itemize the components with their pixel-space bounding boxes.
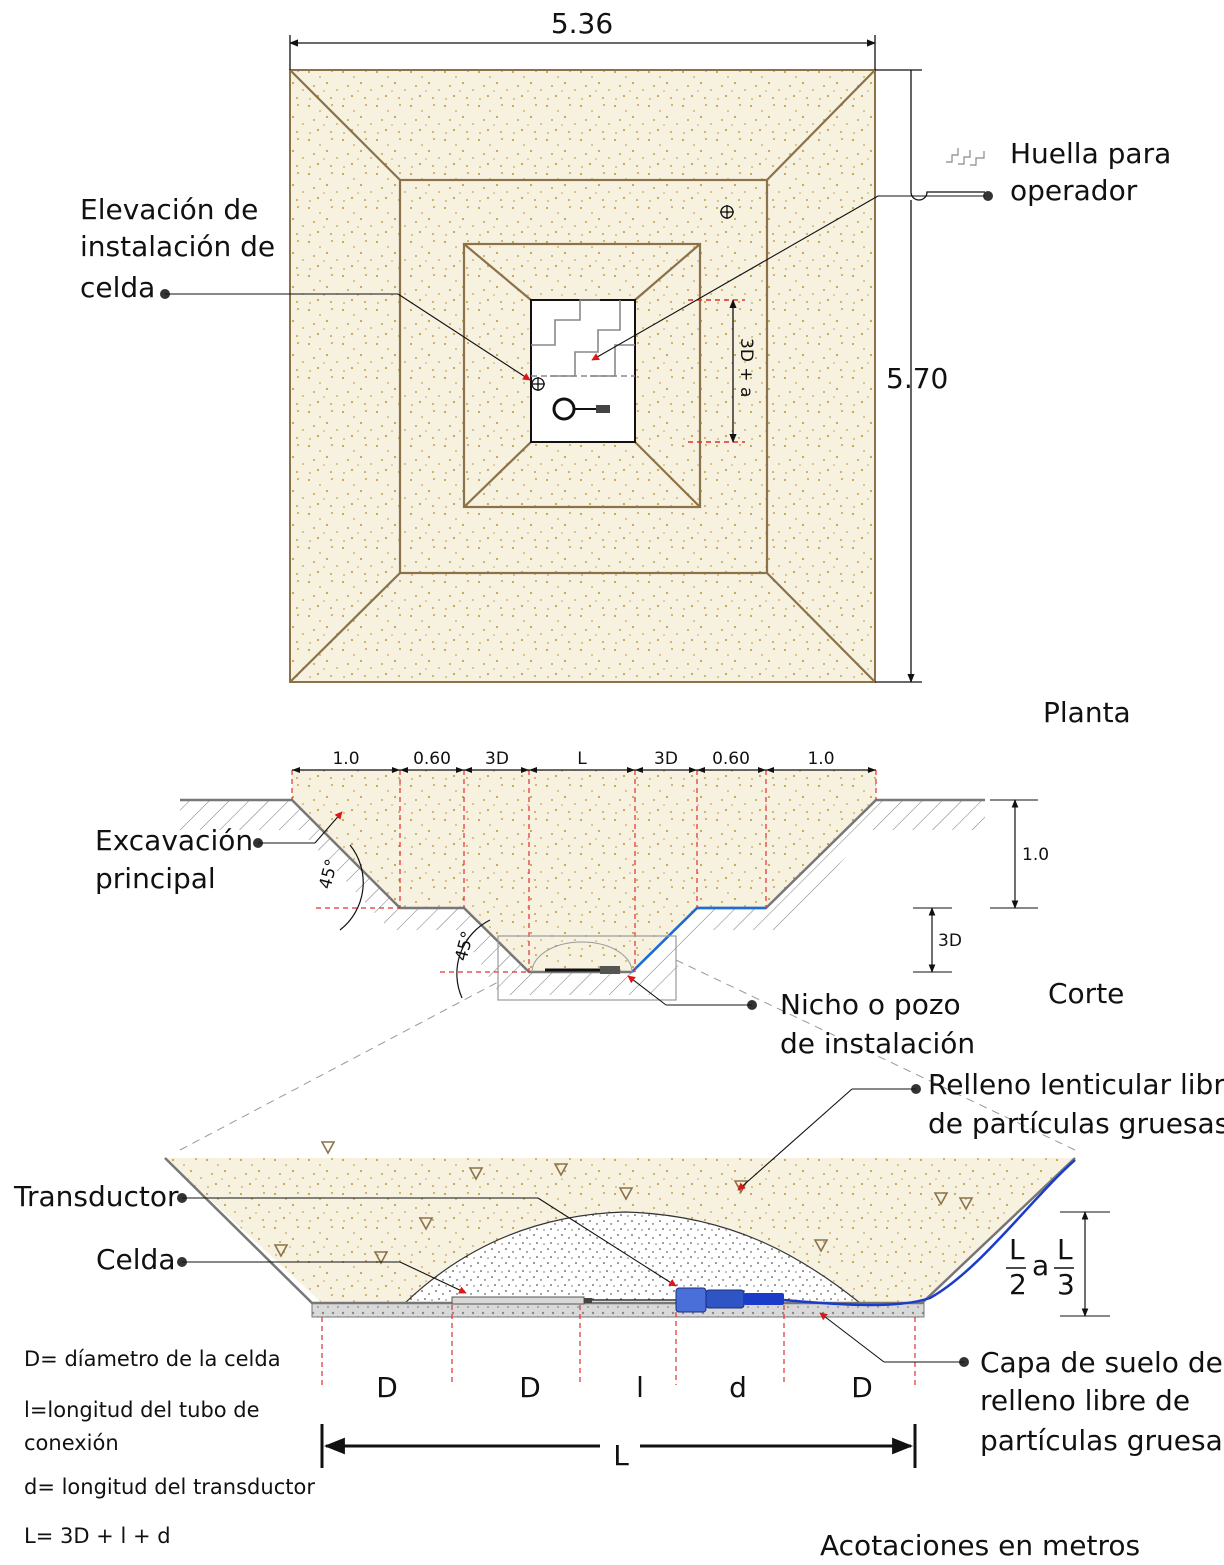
detail-bottom-dimensions: D D l d D (376, 1371, 873, 1404)
legend-label-line1: Huella para (1010, 137, 1171, 170)
detail-cable (783, 1159, 1076, 1307)
detail-total-dimension: L (320, 1424, 917, 1472)
section-dim-2: 0.60 (413, 749, 451, 769)
target-circle-icon (531, 377, 545, 391)
section-depth-dimensions: 1.0 3D (913, 799, 1049, 973)
callout-excavation-line1: Excavación (95, 824, 253, 857)
cell-icon (552, 397, 610, 421)
target-circle-icon (720, 205, 734, 219)
fill-height-2: 2 (1009, 1268, 1027, 1301)
plan-width-dimension: 5.36 (289, 7, 876, 70)
detail-gravel-layer (311, 1302, 925, 1318)
callout-transducer-label: Transductor (13, 1180, 179, 1213)
detail-reference-frame (497, 935, 677, 1001)
callout-layer-line3: partículas gruesas (980, 1424, 1224, 1457)
fill-height-L1: L (1009, 1233, 1025, 1266)
callout-niche-line2: de instalación (780, 1027, 975, 1060)
fill-height-a: a (1032, 1249, 1049, 1282)
legend-label-line2: operador (1010, 174, 1138, 207)
note-length-formula: L= 3D + l + d (24, 1524, 171, 1548)
note-transducer: d= longitud del transductor (24, 1475, 315, 1499)
section-excavation-outline (180, 798, 632, 974)
section-dim-5: 3D (654, 749, 678, 769)
bottom-dim-1: D (376, 1371, 398, 1404)
callout-transducer: Transductor (13, 1180, 677, 1287)
callout-excavation: Excavación principal (95, 811, 343, 895)
callout-niche-line1: Nicho o pozo (780, 988, 961, 1021)
section-guide-lines (291, 770, 877, 973)
plan-slope-lines (289, 69, 876, 683)
bottom-dim-3: l (636, 1371, 644, 1404)
callout-cell: Celda (96, 1243, 467, 1294)
section-niche-depth-label: 3D (938, 931, 962, 951)
callout-niche: Nicho o pozo de instalación (627, 975, 975, 1060)
detail-fill-height-dimension: L 2 a L 3 (1006, 1211, 1110, 1317)
section-angle-lower: 45° (452, 929, 479, 963)
section-dim-1: 1.0 (332, 749, 359, 769)
callout-elevation-line2: instalación de (80, 230, 275, 263)
units-note: Acotaciones en metros (820, 1529, 1140, 1560)
bottom-dim-5: D (851, 1371, 873, 1404)
total-length-label: L (613, 1439, 629, 1472)
section-angle-upper: 45° (316, 857, 343, 891)
callout-excavation-line2: principal (95, 862, 216, 895)
plan-height-dimension: 5.70 (875, 69, 985, 683)
callout-lenticular: Relleno lenticular libre de partículas g… (737, 1068, 1224, 1191)
plan-view: 3D + a 5.36 5.70 Huella para operador (80, 7, 1171, 729)
note-diameter: D= díametro de la celda (24, 1347, 281, 1371)
detail-cell (451, 1296, 676, 1305)
callout-layer-line1: Capa de suelo de (980, 1346, 1223, 1379)
section-dim-6: 0.60 (712, 749, 750, 769)
plan-inner-step (462, 242, 702, 509)
section-dim-7: 1.0 (807, 749, 834, 769)
footprint-icon (531, 299, 635, 377)
plan-width-label: 5.36 (551, 7, 613, 40)
callout-elevation-line1: Elevación de (80, 193, 258, 226)
detail-excavation-outline (164, 1157, 1076, 1305)
callout-layer: Capa de suelo de relleno libre de partíc… (819, 1312, 1224, 1457)
footprint-icon (946, 148, 985, 166)
plan-middle-step (398, 178, 769, 575)
section-view: 1.0 0.60 3D L 3D 0.60 1.0 1.0 3D 45° 45° (95, 749, 1124, 1151)
note-tube-line1: l=longitud del tubo de (24, 1398, 260, 1422)
section-dim-4: L (577, 749, 587, 769)
plan-niche (530, 299, 636, 443)
detail-transducer (675, 1287, 784, 1313)
plan-height-label: 5.70 (886, 362, 948, 395)
plan-view-title: Planta (1043, 696, 1131, 729)
bottom-dim-4: d (729, 1371, 747, 1404)
section-dim-3: 3D (485, 749, 509, 769)
section-cell (545, 966, 620, 974)
callout-cell-label: Celda (96, 1243, 176, 1276)
footprint-legend: Huella para operador (591, 137, 1171, 361)
bottom-dim-2: D (519, 1371, 541, 1404)
detail-view: L 2 a L 3 D D l d D L (13, 1068, 1224, 1472)
section-depth-label: 1.0 (1022, 845, 1049, 865)
fill-height-3: 3 (1057, 1268, 1075, 1301)
section-view-title: Corte (1048, 977, 1124, 1010)
callout-lenticular-line1: Relleno lenticular libre (928, 1068, 1224, 1101)
callout-lenticular-line2: de partículas gruesas (928, 1107, 1224, 1140)
detail-guide-lines (321, 1305, 916, 1385)
section-backfill (292, 770, 876, 972)
notes-block: D= díametro de la celda l=longitud del t… (24, 1347, 1140, 1562)
detail-lenticular-fill (403, 1211, 862, 1304)
callout-elevation: Elevación de instalación de celda (80, 193, 531, 381)
callout-elevation-line3: celda (80, 271, 155, 304)
fill-height-L2: L (1057, 1233, 1073, 1266)
plan-inner-dim-label: 3D + a (736, 338, 756, 397)
section-top-dimensions: 1.0 0.60 3D L 3D 0.60 1.0 (292, 749, 876, 773)
note-tube-line2: conexión (24, 1431, 119, 1455)
section-native-soil (180, 800, 985, 995)
callout-layer-line2: relleno libre de (980, 1384, 1190, 1417)
